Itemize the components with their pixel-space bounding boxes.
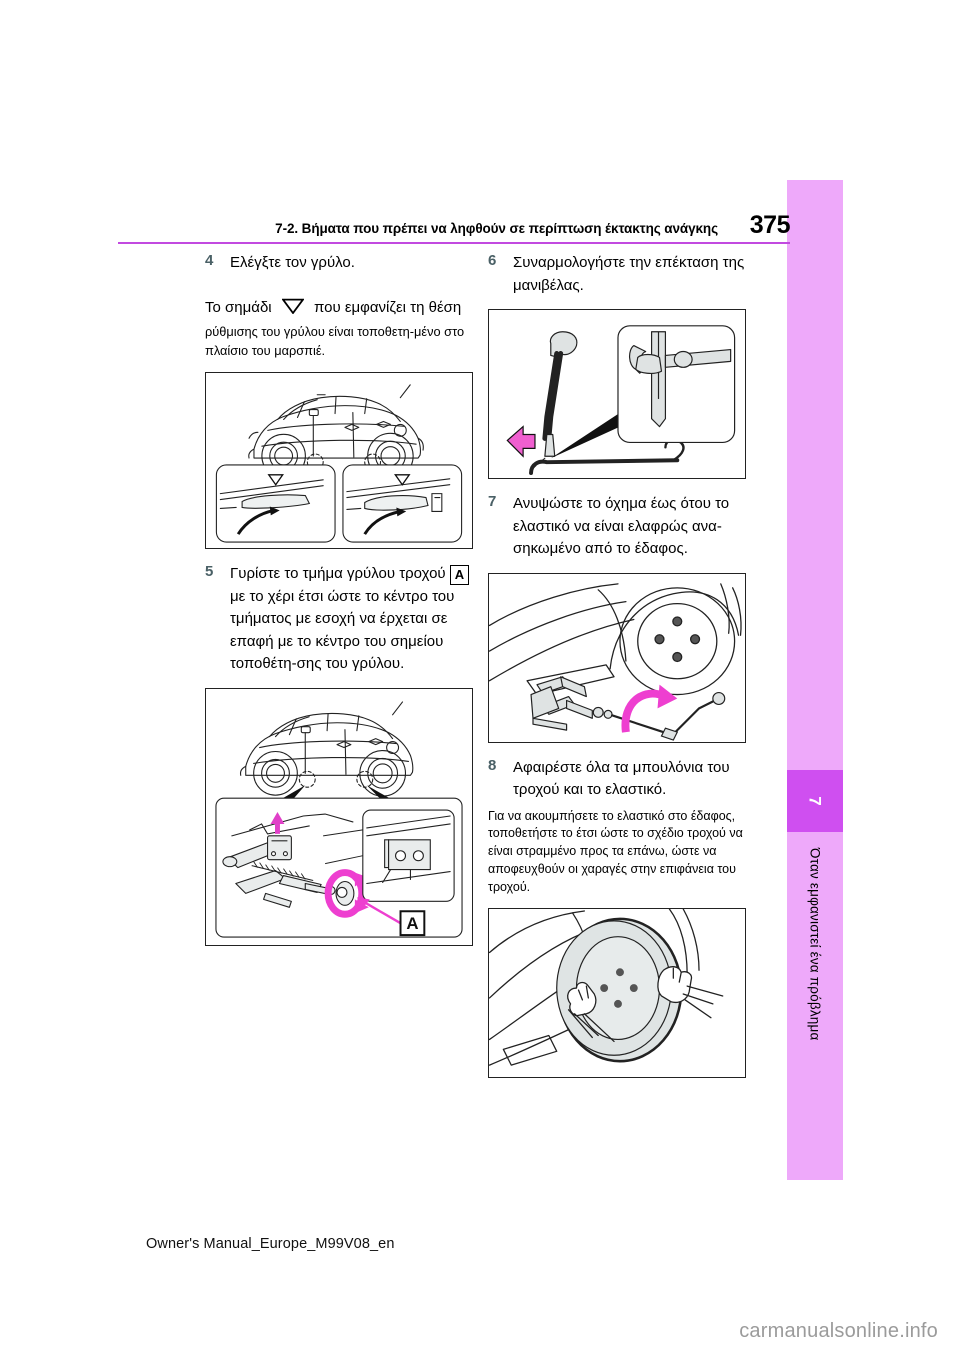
raising-vehicle-with-jack-figure [488, 572, 746, 743]
step-4-note: Το σημάδι που εμφανίζει τη θέση [205, 297, 483, 320]
step-4-note-lead: Το σημάδι [205, 298, 272, 316]
step-8-text: Αφαιρέστε όλα τα μπουλόνια του τροχού κα… [513, 758, 730, 799]
page-header: 7-2. Βήματα που πρέπει να ληφθούν σε περ… [118, 206, 790, 242]
manual-identifier: Owner's Manual_Europe_M99V08_en [146, 1236, 395, 1252]
chapter-title-vertical: Όταν εμφανιστεί ένα πρόβλημα [787, 840, 843, 1180]
step-6-number: 6 [488, 252, 497, 269]
section-title: 7-2. Βήματα που πρέπει να ληφθούν σε περ… [275, 221, 718, 236]
step-7: 7 Ανυψώστε το όχημα έως ότου το ελαστικό… [488, 493, 766, 561]
step-4: 4 Ελέγξτε τον γρύλο. [205, 252, 483, 275]
step-5: 5 Γυρίστε το τμήμα γρύλου τροχού Aμε το … [205, 563, 483, 676]
removing-tire-by-hand-figure [488, 908, 746, 1079]
step-8-number: 8 [488, 756, 497, 774]
jack-positioning-figure: A [205, 687, 473, 946]
chapter-number-label: 7 [806, 796, 825, 806]
header-divider-rule [118, 242, 790, 244]
jack-handle-extension-assembly-figure [488, 309, 746, 479]
step-7-text: Ανυψώστε το όχημα έως ότου το ελαστικό ν… [513, 495, 730, 557]
step-8-note: Για να ακουμπήσετε το ελαστικό στο έδαφο… [488, 808, 743, 894]
step-8: 8 Αφαιρέστε όλα τα μπουλόνια του τροχού … [488, 757, 766, 802]
step-4-note-after-glyph: που εμφανίζει τη θέση [313, 298, 462, 316]
page-number: 375 [749, 211, 791, 239]
chapter-sidebar: 7 Όταν εμφανιστεί ένα πρόβλημα [787, 180, 843, 1180]
step-7-number: 7 [488, 493, 497, 510]
figure-marker-a-label: A [406, 914, 418, 933]
callout-marker-a: A [449, 565, 470, 586]
vehicle-jack-point-locations-figure [205, 372, 473, 550]
chapter-number-tab: 7 [787, 770, 843, 832]
left-content-column: 4 Ελέγξτε τον γρύλο. Το σημάδι που εμφαν… [205, 252, 483, 960]
step-5-text: Γυρίστε το τμήμα γρύλου τροχού Aμε το χέ… [230, 563, 483, 676]
step-5-text-before-marker: Γυρίστε το τμήμα γρύλου τροχού [230, 565, 446, 583]
triangle-down-icon [281, 298, 305, 315]
step-6-text: Συναρμολογήστε την επέκταση της μανιβέλα… [513, 254, 745, 294]
step-5-text-after-marker: με το χέρι έτσι ώστε το κέντρο του τμήμα… [230, 587, 455, 673]
step-5-number: 5 [205, 563, 214, 581]
step-4-number: 4 [205, 252, 214, 269]
site-watermark: carmanualsonline.info [739, 1320, 938, 1342]
step-4-text: Ελέγξτε τον γρύλο. [230, 254, 355, 271]
step-6: 6 Συναρμολογήστε την επέκταση της μανιβέ… [488, 252, 766, 297]
step-4-note-rest: ρύθμισης του γρύλου είναι τοποθετη-μένο … [205, 324, 465, 358]
right-content-column: 6 Συναρμολογήστε την επέκταση της μανιβέ… [488, 252, 766, 1092]
chapter-title-label: Όταν εμφανιστεί ένα πρόβλημα [807, 848, 823, 1041]
